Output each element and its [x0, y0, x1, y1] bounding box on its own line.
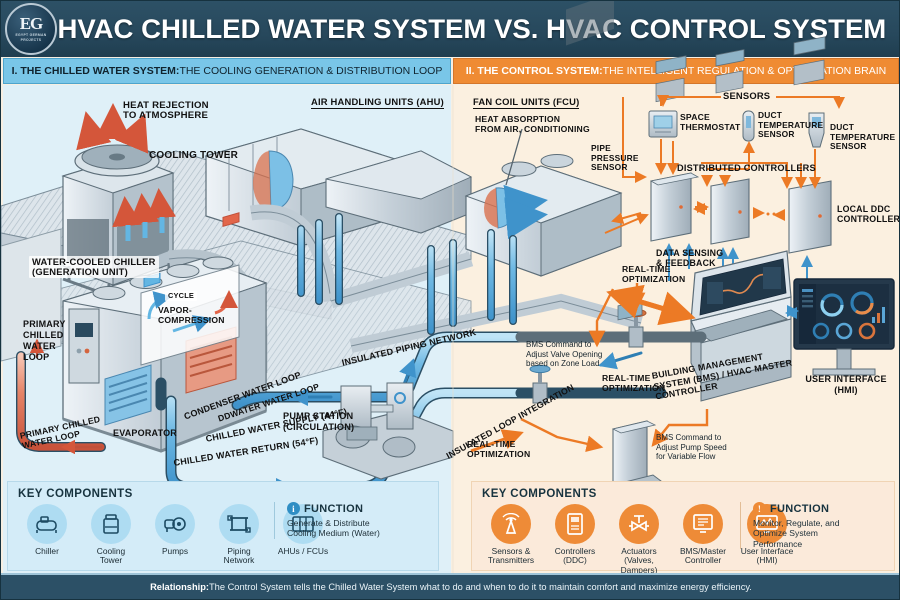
- function-title-right: FUNCTION: [770, 502, 830, 515]
- key-chip-controllers-ddc[interactable]: Controllers (DDC): [544, 504, 606, 575]
- label-primary-chilled-loop-top: PRIMARY CHILLED WATER LOOP: [23, 319, 66, 362]
- key-chip-label: Sensors & Transmitters: [487, 546, 535, 566]
- section-header-chilled-water: I. THE CHILLED WATER SYSTEM: THE COOLING…: [3, 58, 451, 84]
- label-distributed-controllers: DISTRIBUTED CONTROLLERS: [677, 163, 816, 173]
- key-components-right: KEY COMPONENTS Sensors & Transmitters Co…: [471, 481, 896, 575]
- brand-logo: EG EGYPT GERMAN PROJECTS: [5, 3, 57, 55]
- section-2-subtext: THE INTELLIGENT REGULATION & OPTIMIZATIO…: [602, 65, 887, 77]
- label-fcu: FAN COIL UNITS (FCU): [473, 96, 580, 110]
- label-bms-command-valve: BMS Command to Adjust Valve Opening base…: [526, 340, 603, 369]
- key-chip-sensors-transmitters[interactable]: Sensors & Transmitters: [480, 504, 542, 575]
- label-water-cooled-chiller: WATER-COOLED CHILLER (GENERATION UNIT): [29, 256, 159, 279]
- function-header-left: i FUNCTION: [287, 502, 436, 515]
- logo-subtitle: EGYPT GERMAN PROJECTS: [15, 33, 47, 42]
- antenna-icon: [491, 504, 531, 544]
- key-chip-bms-master-controller[interactable]: BMS/Master Controller: [672, 504, 734, 575]
- label-data-sensing-feedback: DATA SENSING & FEEDBACK: [656, 248, 724, 268]
- key-chip-piping-network[interactable]: Piping Network: [208, 504, 270, 566]
- function-text-right: Monitor, Regulate, and Optimize System P…: [753, 518, 840, 549]
- key-chip-pumps[interactable]: Pumps: [144, 504, 206, 566]
- page-title: HVAC CHILLED WATER SYSTEM VS. HVAC CONTR…: [57, 13, 887, 44]
- key-chip-label: Piping Network: [223, 546, 255, 566]
- label-duct-temperature-sensor-2: DUCT TEMPERATURE SENSOR: [830, 122, 896, 152]
- footer-label: Relationship:: [150, 582, 209, 592]
- controller-icon: [555, 504, 595, 544]
- label-pump-station: PUMP STATION (CIRCULATION): [283, 411, 355, 432]
- label-cooling-tower: COOLING TOWER: [149, 150, 239, 161]
- key-chip-chiller[interactable]: Chiller: [16, 504, 78, 566]
- page-header: EG EGYPT GERMAN PROJECTS HVAC CHILLED WA…: [1, 1, 899, 57]
- bulb-icon: !: [753, 502, 766, 515]
- key-chip-cooling-tower[interactable]: Cooling Tower: [80, 504, 142, 566]
- key-chip-label: Pumps: [161, 546, 189, 556]
- key-chip-label: Actuators (Valves, Dampers): [620, 546, 658, 575]
- logo-initials: EG: [19, 14, 44, 34]
- key-right-title: KEY COMPONENTS: [482, 488, 597, 500]
- ahu-icon: [283, 504, 323, 544]
- label-space-thermostat: SPACE THERMOSTAT: [680, 112, 741, 132]
- label-realtime-optimization-2: REAL-TIME OPTIMIZATION: [602, 373, 666, 393]
- key-chip-label: Controllers (DDC): [554, 546, 596, 566]
- function-block-left: i FUNCTION Generate & Distribute Cooling…: [274, 502, 436, 539]
- section-header-control-system: II. THE CONTROL SYSTEM: THE INTELLIGENT …: [453, 58, 899, 84]
- key-left-title: KEY COMPONENTS: [18, 488, 133, 500]
- function-block-right: ! FUNCTION Monitor, Regulate, and Optimi…: [740, 502, 896, 550]
- key-chip-actuators[interactable]: Actuators (Valves, Dampers): [608, 504, 670, 575]
- section-1-subtext: THE COOLING GENERATION & DISTRIBUTION LO…: [179, 65, 443, 77]
- footer-text: The Control System tells the Chilled Wat…: [208, 582, 752, 592]
- key-left-chip-list: Chiller Cooling Tower Pumps Piping Netwo…: [16, 504, 334, 566]
- function-text-left: Generate & Distribute Cooling Medium (Wa…: [287, 518, 380, 539]
- key-chip-ahus-fcus[interactable]: AHUs / FCUs: [272, 504, 334, 566]
- server-screen-icon: [683, 504, 723, 544]
- label-ahu: AIR HANDLING UNITS (AHU): [311, 96, 444, 110]
- chiller-icon: [27, 504, 67, 544]
- section-1-label: I. THE CHILLED WATER SYSTEM:: [11, 65, 180, 77]
- key-chip-label: Cooling Tower: [96, 546, 126, 566]
- label-realtime-optimization-1: REAL-TIME OPTIMIZATION: [622, 264, 686, 284]
- function-title-left: FUNCTION: [304, 502, 364, 515]
- label-evaporator: EVAPORATOR: [113, 428, 178, 438]
- label-duct-temperature-sensor-1: DUCT TEMPERATURE SENSOR: [758, 110, 824, 140]
- footer-relationship-bar: Relationship: The Control System tells t…: [1, 573, 899, 599]
- piping-icon: [219, 504, 259, 544]
- key-components-left: KEY COMPONENTS Chiller Cooling Tower Pum…: [7, 481, 439, 571]
- label-vapor-compression: VAPOR- COMPRESSION: [158, 305, 225, 325]
- key-right-chip-list: Sensors & Transmitters Controllers (DDC)…: [480, 504, 798, 575]
- key-chip-label: Chiller: [35, 546, 59, 556]
- label-local-ddc-controllers: LOCAL DDC CONTROLLERS: [837, 204, 900, 224]
- valve-icon: [619, 504, 659, 544]
- section-2-label: II. THE CONTROL SYSTEM:: [465, 65, 603, 77]
- cooling-tower-icon: [91, 504, 131, 544]
- label-user-interface-hmi: USER INTERFACE (HMI): [805, 374, 887, 395]
- label-cycle: CYCLE: [165, 291, 198, 301]
- label-pipe-pressure-sensor: PIPE PRESSURE SENSOR: [591, 143, 639, 173]
- label-bms-command-pump: BMS Command to Adjust Pump Speed for Var…: [656, 433, 727, 462]
- key-chip-label: AHUs / FCUs: [277, 546, 329, 556]
- label-heat-absorption: HEAT ABSORPTION FROM AIR, CONDITIONING: [475, 114, 590, 134]
- pump-icon: [155, 504, 195, 544]
- key-chip-label: User Interface (HMI): [740, 546, 794, 566]
- label-heat-rejection: HEAT REJECTION TO ATMOSPHERE: [123, 100, 209, 122]
- info-icon: i: [287, 502, 300, 515]
- label-sensors: SENSORS: [723, 90, 771, 101]
- function-header-right: ! FUNCTION: [753, 502, 896, 515]
- key-chip-label: BMS/Master Controller: [679, 546, 727, 566]
- label-realtime-optimization-3: REAL-TIME OPTIMIZATION: [467, 439, 531, 459]
